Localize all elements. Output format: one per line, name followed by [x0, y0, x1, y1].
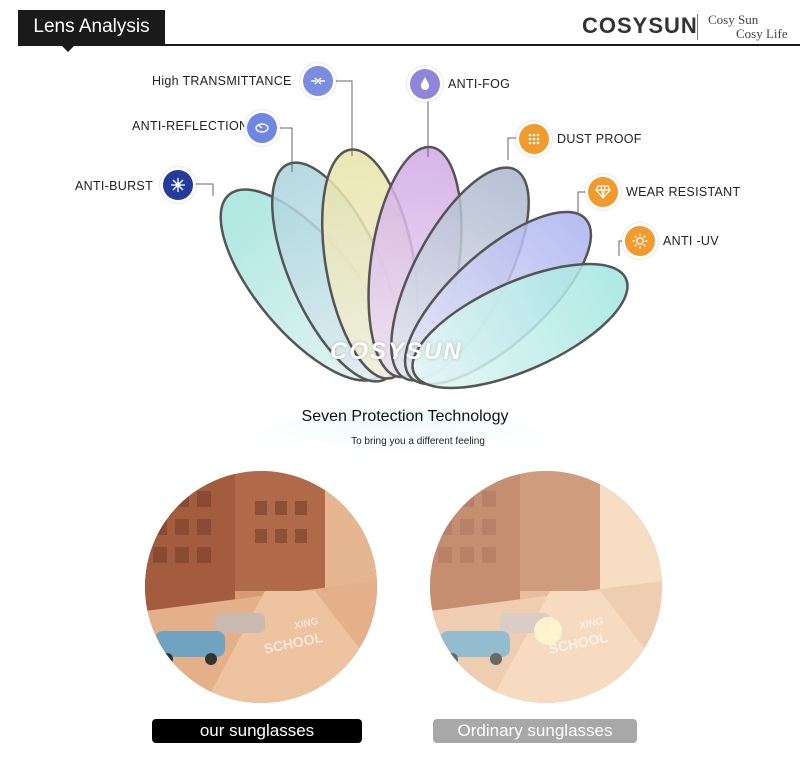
brand-separator	[697, 14, 698, 40]
section-subtitle: To bring you a different feeling	[351, 436, 485, 447]
feature-label-uv: ANTI -UV	[663, 234, 719, 248]
street-scene-hazy: SCHOOL XING	[430, 471, 662, 703]
header: Lens Analysis COSYSUN Cosy Sun Cosy Life	[0, 0, 800, 58]
dust-grid-icon	[519, 124, 549, 154]
slogan-line-2: Cosy Life	[736, 26, 788, 41]
feature-label-wear: WEAR RESISTANT	[626, 185, 741, 199]
leader-line-burst	[193, 183, 214, 196]
fan-glow	[240, 410, 560, 490]
sun-icon	[625, 226, 655, 256]
lens-fan-illustration	[193, 80, 629, 490]
feature-label-fog: ANTI-FOG	[448, 77, 511, 91]
our-sunglasses-label: our sunglasses	[152, 719, 362, 743]
lens-petal-anti-uv	[411, 262, 629, 390]
section-title: Seven Protection Technology	[301, 408, 509, 425]
street-scene-warm: SCHOOL XING	[145, 471, 377, 703]
leader-line-uv	[618, 240, 623, 256]
leader-line-wear	[577, 191, 586, 215]
leader-line-reflection	[277, 127, 293, 172]
diamond-icon	[588, 177, 618, 207]
leader-line-transmittance	[333, 80, 353, 156]
header-divider	[18, 44, 800, 46]
street-text-xing: XING	[293, 616, 319, 632]
ordinary-sunglasses-label: Ordinary sunglasses	[433, 719, 637, 743]
brand-logo: COSYSUN	[582, 13, 698, 38]
feature-label-burst: ANTI-BURST	[75, 179, 153, 193]
our-sunglasses-view: SCHOOL XING	[145, 471, 377, 703]
slogan-line-1: Cosy Sun	[708, 12, 759, 27]
leader-line-dust	[507, 137, 517, 160]
page-title-tab: Lens Analysis	[18, 10, 165, 52]
reflection-icon	[247, 113, 277, 143]
feature-label-transmittance: High TRANSMITTANCE	[152, 74, 292, 88]
droplet-icon	[410, 69, 440, 99]
feature-label-reflection: ANTI-REFLECTION	[132, 119, 249, 133]
watermark-logo: COSYSUN	[330, 338, 463, 365]
ordinary-sunglasses-view: SCHOOL XING	[430, 471, 662, 703]
tab-notch	[60, 44, 76, 52]
burst-icon	[163, 170, 193, 200]
transmittance-icon	[303, 66, 333, 96]
street-text-xing: XING	[578, 616, 604, 632]
sun-glare	[534, 617, 562, 645]
page-title: Lens Analysis	[33, 16, 150, 37]
feature-label-dust: DUST PROOF	[557, 132, 642, 146]
